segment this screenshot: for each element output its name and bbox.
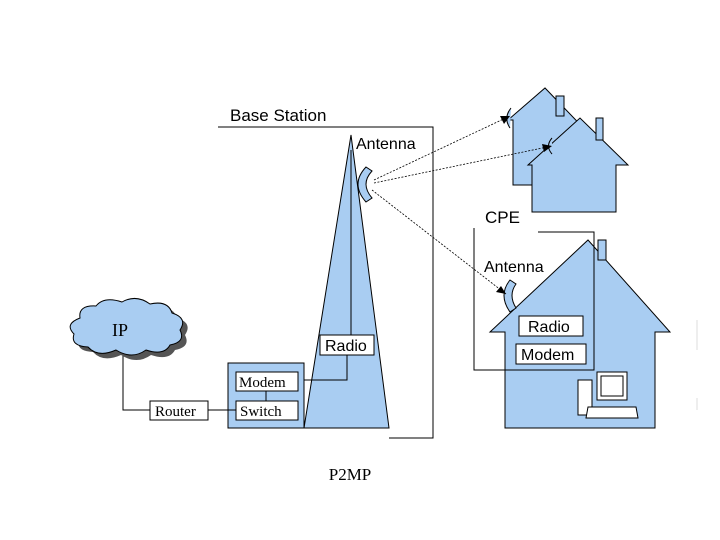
computer-icon: [577, 371, 639, 419]
modem-switch-unit: Modem Switch: [227, 362, 305, 429]
link-arrowheads: [496, 116, 552, 294]
cpe-modem-label: Modem: [521, 347, 574, 364]
wireless-link-1: [373, 115, 511, 181]
cpe-radio-label: Radio: [528, 319, 570, 336]
base-modem-label: Modem: [239, 375, 286, 391]
cpe-enclosure: CPE Antenna Radio Modem: [473, 208, 595, 371]
base-radio-label: Radio: [325, 338, 367, 355]
remote-house-front-chimney: [595, 117, 604, 141]
cpe-radio-box: [518, 315, 584, 337]
wireless-link-3: [371, 189, 507, 295]
tower-body: [303, 134, 390, 429]
cpe-title: CPE: [485, 208, 520, 227]
ip-cloud-icon: [69, 298, 188, 360]
remote-house-front: [526, 117, 630, 213]
cloud-router-link: [122, 352, 150, 411]
ip-cloud-label: IP: [112, 320, 128, 340]
remote-house-back-chimney: [555, 95, 565, 117]
base-antenna-label: Antenna: [356, 136, 416, 153]
wireless-links: [371, 115, 553, 295]
base-antenna-icon: [357, 166, 373, 203]
base-station: Base Station Antenna: [218, 106, 434, 439]
radio-modem-link: [297, 355, 348, 381]
wireless-link-2: [373, 145, 553, 184]
router-label: Router: [155, 404, 196, 420]
cpe-modem-box: [515, 343, 587, 365]
cpe-antenna-icon: [503, 279, 517, 313]
base-switch-label: Switch: [240, 404, 282, 420]
remote-houses: [506, 87, 630, 213]
cpe-house-chimney: [597, 239, 607, 261]
cpe-antenna-label: Antenna: [484, 259, 544, 276]
base-station-title: Base Station: [230, 106, 326, 125]
tower: [303, 134, 390, 429]
base-modem-box: [235, 371, 299, 392]
diagram-caption: P2MP: [329, 465, 372, 484]
